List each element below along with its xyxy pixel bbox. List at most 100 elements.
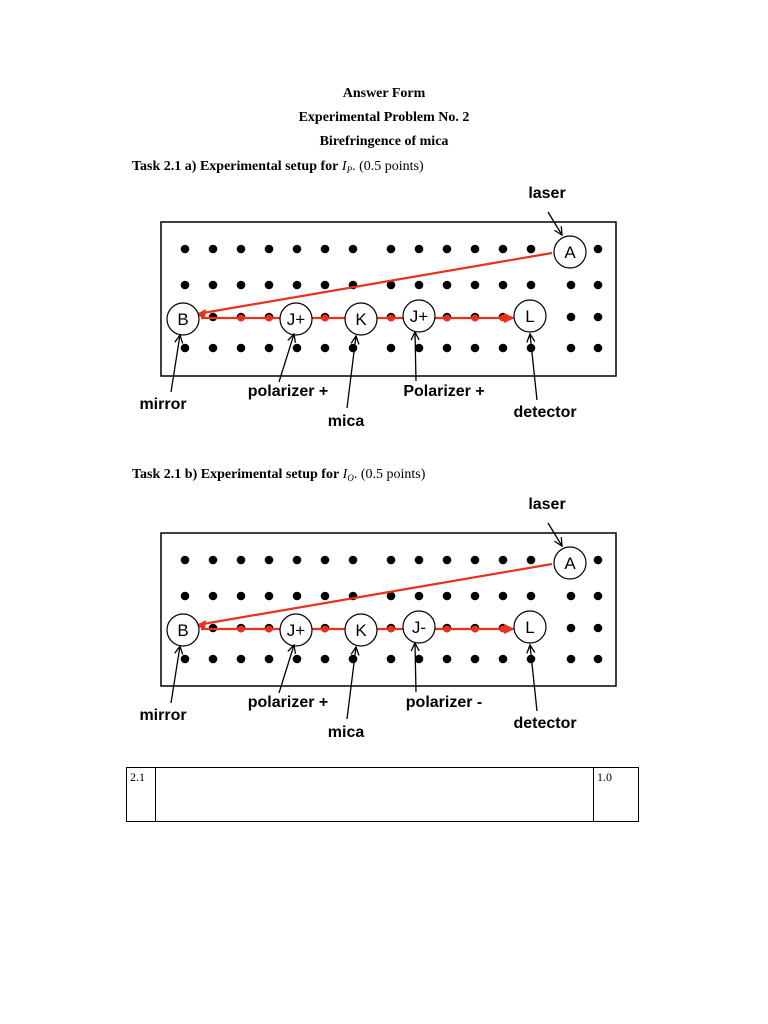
detector-text: detector xyxy=(513,404,576,421)
table-hole xyxy=(470,244,480,254)
beam-hole xyxy=(443,314,451,322)
polarizer-j2: J- xyxy=(402,610,436,644)
polarizer2-pointer xyxy=(414,642,417,693)
detector-pointer xyxy=(529,644,538,712)
table-hole xyxy=(442,555,452,565)
mirror-pointer xyxy=(170,334,181,393)
table-holes-a xyxy=(180,244,603,353)
beam-hole xyxy=(265,625,273,633)
table-hole xyxy=(180,555,190,565)
table-hole xyxy=(236,555,246,565)
score-row-answer[interactable] xyxy=(155,767,594,822)
polarizer2-pointer xyxy=(414,331,417,382)
task-b-points: (0.5 points) xyxy=(360,467,426,482)
table-hole xyxy=(386,343,396,353)
table-hole xyxy=(264,555,274,565)
mirror-b-label: B xyxy=(177,621,188,640)
table-hole xyxy=(566,623,576,633)
polarizer-j1: J+ xyxy=(279,613,313,647)
score-row: 2.1 1.0 xyxy=(126,767,639,822)
beam-arrowhead xyxy=(504,624,515,634)
polarizer2-text: Polarizer + xyxy=(403,383,484,400)
laser-source-a-label: A xyxy=(564,243,576,262)
mica-k-label: K xyxy=(355,310,367,329)
table-hole xyxy=(593,343,603,353)
table-hole xyxy=(180,343,190,353)
table-hole xyxy=(386,244,396,254)
table-hole xyxy=(236,280,246,290)
beam-arrowhead xyxy=(504,313,515,323)
table-hole xyxy=(236,343,246,353)
task-b-symbol: I xyxy=(342,467,348,482)
mirror-b: B xyxy=(166,302,200,336)
table-hole xyxy=(498,343,508,353)
table-hole xyxy=(208,280,218,290)
table-hole xyxy=(320,244,330,254)
table-hole xyxy=(236,244,246,254)
mica-k: K xyxy=(344,613,378,647)
task-a-heading: Task 2.1 a) Experimental setup for IP. (… xyxy=(132,159,424,175)
beam-hole xyxy=(321,625,329,633)
polarizer-j1: J+ xyxy=(279,302,313,336)
table-hole xyxy=(348,555,358,565)
table-hole xyxy=(208,343,218,353)
score-row-number: 2.1 xyxy=(126,767,156,822)
task-a-title: Task 2.1 a) Experimental setup for xyxy=(132,159,339,174)
laser-pointer xyxy=(547,522,563,547)
mirror-pointer xyxy=(170,645,181,704)
table-hole xyxy=(566,280,576,290)
laser-source-a: A xyxy=(553,235,587,269)
table-hole xyxy=(386,591,396,601)
table-hole xyxy=(414,555,424,565)
beam-hole xyxy=(499,314,507,322)
polarizer1-pointer-head xyxy=(287,332,297,343)
beam-hole xyxy=(237,314,245,322)
table-hole xyxy=(593,244,603,254)
detector-l-label: L xyxy=(525,618,534,637)
table-hole xyxy=(442,244,452,254)
task-a-symbol: I xyxy=(341,159,347,174)
table-hole xyxy=(526,555,536,565)
polarizer2-pointer-head xyxy=(410,641,420,652)
table-hole xyxy=(386,555,396,565)
mica-pointer xyxy=(346,335,357,409)
score-row-points: 1.0 xyxy=(593,767,639,822)
table-hole xyxy=(414,280,424,290)
beam-hole xyxy=(265,314,273,322)
mica-k-label: K xyxy=(355,621,367,640)
table-hole xyxy=(470,555,480,565)
table-hole xyxy=(498,280,508,290)
table-hole xyxy=(292,591,302,601)
table-hole xyxy=(208,591,218,601)
table-hole xyxy=(442,343,452,353)
table-hole xyxy=(180,280,190,290)
table-hole xyxy=(320,280,330,290)
table-hole xyxy=(386,654,396,664)
table-hole xyxy=(292,654,302,664)
mirror-pointer-head xyxy=(174,644,184,655)
detector-l-label: L xyxy=(525,307,534,326)
table-hole xyxy=(292,555,302,565)
table-hole xyxy=(593,623,603,633)
table-hole xyxy=(264,280,274,290)
table-hole xyxy=(442,280,452,290)
table-hole xyxy=(292,343,302,353)
table-hole xyxy=(442,654,452,664)
table-hole xyxy=(593,591,603,601)
optical-table-a xyxy=(160,221,617,377)
table-hole xyxy=(414,343,424,353)
table-hole xyxy=(414,591,424,601)
score-table: 2.1 1.0 xyxy=(126,767,639,822)
polarizer-j1-label: J+ xyxy=(287,310,306,329)
beam-hole xyxy=(499,625,507,633)
task-b-title: Task 2.1 b) Experimental setup for xyxy=(132,467,340,482)
mirror-text: mirror xyxy=(139,396,186,413)
table-hole xyxy=(386,280,396,290)
laser-text: laser xyxy=(528,496,565,513)
table-hole xyxy=(320,591,330,601)
table-hole xyxy=(292,244,302,254)
table-hole xyxy=(320,555,330,565)
table-hole xyxy=(348,244,358,254)
table-hole xyxy=(264,244,274,254)
